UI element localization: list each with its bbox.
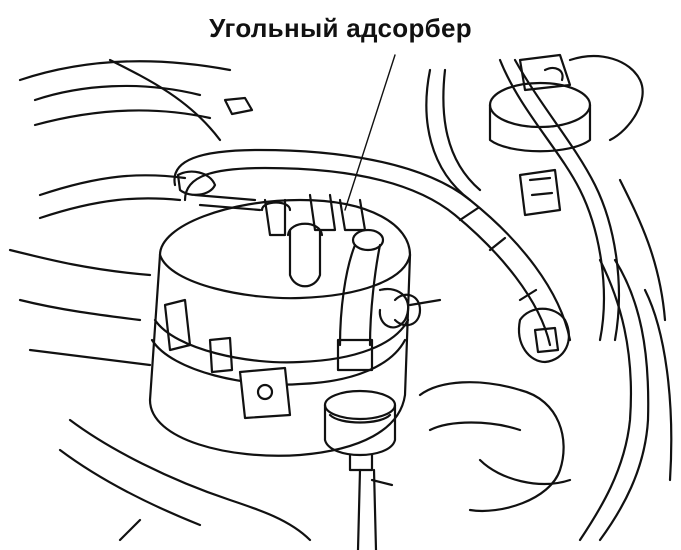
charcoal-canister xyxy=(148,198,412,457)
upper-left-hoses xyxy=(18,58,254,220)
lower-left-panel xyxy=(8,248,312,542)
leader-line xyxy=(344,54,396,211)
right-hoses xyxy=(425,58,673,542)
purge-hose xyxy=(336,228,385,372)
lower-right-housing xyxy=(418,307,572,512)
side-connector xyxy=(393,293,442,327)
canister-fittings xyxy=(193,193,367,288)
purge-valve xyxy=(323,389,397,550)
top-hose-loop xyxy=(173,148,572,347)
figure-caption: Угольный адсорбер xyxy=(209,13,472,43)
upper-right-component xyxy=(488,53,644,217)
